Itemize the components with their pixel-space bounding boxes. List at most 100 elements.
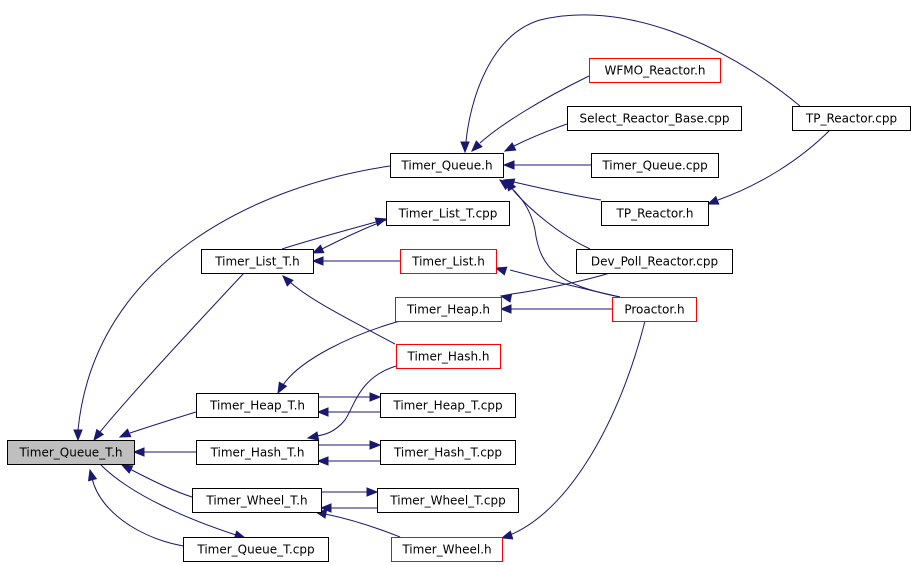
edge-timer_wheel_h-to-timer_wheel_t_h [314, 509, 401, 538]
arrowhead-icon [460, 141, 470, 154]
arrowhead-icon [316, 407, 329, 417]
edge-timer_queue_t_h-to-timer_queue_t_cpp [99, 463, 247, 540]
node-box[interactable] [601, 201, 709, 226]
edge-line [129, 411, 197, 434]
node-label: Proactor.h [624, 303, 684, 317]
node-box[interactable] [380, 393, 516, 418]
node-label: Timer_Wheel_T.cpp [389, 494, 505, 508]
node-timer-hash-t-cpp[interactable]: Timer_Hash_T.cpp [380, 440, 516, 465]
edge-timer_heap_h-to-timer_heap_t_h [277, 320, 401, 395]
arrowhead-icon [311, 244, 325, 254]
node-label: Timer_List.h [411, 255, 485, 269]
arrowhead-icon [306, 431, 320, 441]
node-proactor-h[interactable]: Proactor.h [612, 297, 697, 322]
node-timer-heap-h[interactable]: Timer_Heap.h [395, 297, 502, 322]
node-box[interactable] [377, 488, 519, 513]
arrowhead-icon [369, 392, 382, 402]
node-timer-list-t-cpp[interactable]: Timer_List_T.cpp [386, 201, 510, 226]
node-label: Timer_Heap.h [406, 303, 490, 317]
node-label: Timer_Queue.cpp [601, 159, 707, 173]
node-label: Timer_List_T.h [214, 255, 300, 269]
edge-timer_wheel_t_h-to-timer_queue_t_h [120, 464, 193, 498]
node-select-reactor-base-cpp[interactable]: Select_Reactor_Base.cpp [567, 106, 742, 131]
arrowhead-icon [282, 275, 294, 287]
node-label: Timer_Wheel.h [401, 543, 491, 557]
node-label: Select_Reactor_Base.cpp [580, 112, 730, 126]
node-timer-queue-cpp[interactable]: Timer_Queue.cpp [591, 153, 719, 178]
edge-timer_hash_h-to-timer_hash_t_h [306, 364, 401, 441]
node-box[interactable] [396, 344, 501, 369]
node-timer-heap-t-cpp[interactable]: Timer_Heap_T.cpp [380, 393, 516, 418]
node-label: Timer_Heap_T.cpp [392, 399, 502, 413]
node-timer-hash-h[interactable]: Timer_Hash.h [396, 344, 501, 369]
node-box[interactable] [183, 537, 329, 562]
node-timer-queue-t-cpp[interactable]: Timer_Queue_T.cpp [183, 537, 329, 562]
edge-line [127, 467, 193, 498]
node-box[interactable] [192, 488, 322, 513]
node-dev-poll-reactor-cpp[interactable]: Dev_Poll_Reactor.cpp [576, 249, 733, 274]
node-label: Timer_Queue_T.h [18, 446, 122, 460]
edge-line [91, 477, 201, 549]
edge-dev_poll_reactor_cpp-to-timer_queue_h [506, 178, 591, 250]
arrowhead-icon [87, 468, 98, 482]
edge-line [465, 14, 801, 143]
node-timer-list-h[interactable]: Timer_List.h [400, 249, 497, 274]
edge-tp_reactor_cpp-to-timer_queue_h [460, 14, 801, 154]
node-box[interactable] [391, 537, 503, 562]
node-timer-queue-t-h[interactable]: Timer_Queue_T.h [7, 440, 135, 465]
node-label: TP_Reactor.h [616, 207, 694, 221]
node-box[interactable] [201, 249, 314, 274]
edge-line [513, 181, 602, 201]
node-timer-wheel-t-h[interactable]: Timer_Wheel_T.h [192, 488, 322, 513]
edge-proactor_h-to-timer_queue_h [498, 179, 621, 298]
edge-timer_list_t_h-to-timer_queue_t_h [93, 272, 245, 442]
node-timer-heap-t-h[interactable]: Timer_Heap_T.h [196, 393, 319, 418]
node-box[interactable] [390, 153, 504, 178]
node-box[interactable] [395, 297, 502, 322]
edge-wfmo_reactor_h-to-timer_queue_h [471, 75, 590, 152]
edge-dev_poll_reactor_cpp-to-timer_heap_h [499, 272, 611, 303]
node-box[interactable] [196, 440, 319, 465]
node-timer-hash-t-h[interactable]: Timer_Hash_T.h [196, 440, 319, 465]
node-wfmo-reactor-h[interactable]: WFMO_Reactor.h [589, 58, 721, 83]
arrowhead-icon [118, 428, 132, 438]
node-tp-reactor-cpp[interactable]: TP_Reactor.cpp [792, 106, 911, 131]
arrowhead-icon [499, 293, 513, 303]
edge-timer_queue_h-to-timer_queue_t_h [73, 165, 391, 442]
node-timer-queue-h[interactable]: Timer_Queue.h [390, 153, 504, 178]
edge-timer_heap_t_h-to-timer_heap_t_cpp [318, 392, 382, 402]
node-label: Timer_List_T.cpp [398, 207, 498, 221]
node-timer-list-t-h[interactable]: Timer_List_T.h [201, 249, 314, 274]
arrowhead-icon [369, 440, 382, 450]
node-box[interactable] [7, 440, 135, 465]
node-box[interactable] [612, 297, 697, 322]
node-timer-wheel-t-cpp[interactable]: Timer_Wheel_T.cpp [377, 488, 519, 513]
edge-proactor_h-to-timer_wheel_h [500, 320, 646, 540]
edge-proactor_h-to-timer_list_h [494, 266, 621, 298]
node-box[interactable] [196, 393, 319, 418]
node-box[interactable] [576, 249, 733, 274]
edge-line [513, 123, 568, 147]
edge-timer_hash_t_h-to-timer_queue_t_h [132, 447, 196, 457]
edge-timer_queue_cpp-to-timer_queue_h [502, 160, 591, 170]
edge-line [504, 182, 621, 298]
node-timer-wheel-h[interactable]: Timer_Wheel.h [391, 537, 503, 562]
arrowhead-icon [706, 195, 720, 205]
node-label: Timer_Wheel_T.h [205, 494, 307, 508]
edge-line [281, 221, 377, 250]
node-box[interactable] [380, 440, 516, 465]
edge-line [289, 281, 396, 345]
node-box[interactable] [591, 153, 719, 178]
edge-line [324, 513, 401, 538]
edge-line [479, 75, 590, 144]
node-box[interactable] [386, 201, 510, 226]
node-box[interactable] [792, 106, 911, 131]
edge-proactor_h-to-timer_heap_h [499, 304, 612, 314]
node-box[interactable] [400, 249, 497, 274]
node-box[interactable] [589, 58, 721, 83]
edge-timer_hash_t_cpp-to-timer_hash_t_h [316, 456, 380, 466]
node-box[interactable] [567, 106, 742, 131]
node-tp-reactor-h[interactable]: TP_Reactor.h [601, 201, 709, 226]
arrowhead-icon [503, 142, 517, 152]
